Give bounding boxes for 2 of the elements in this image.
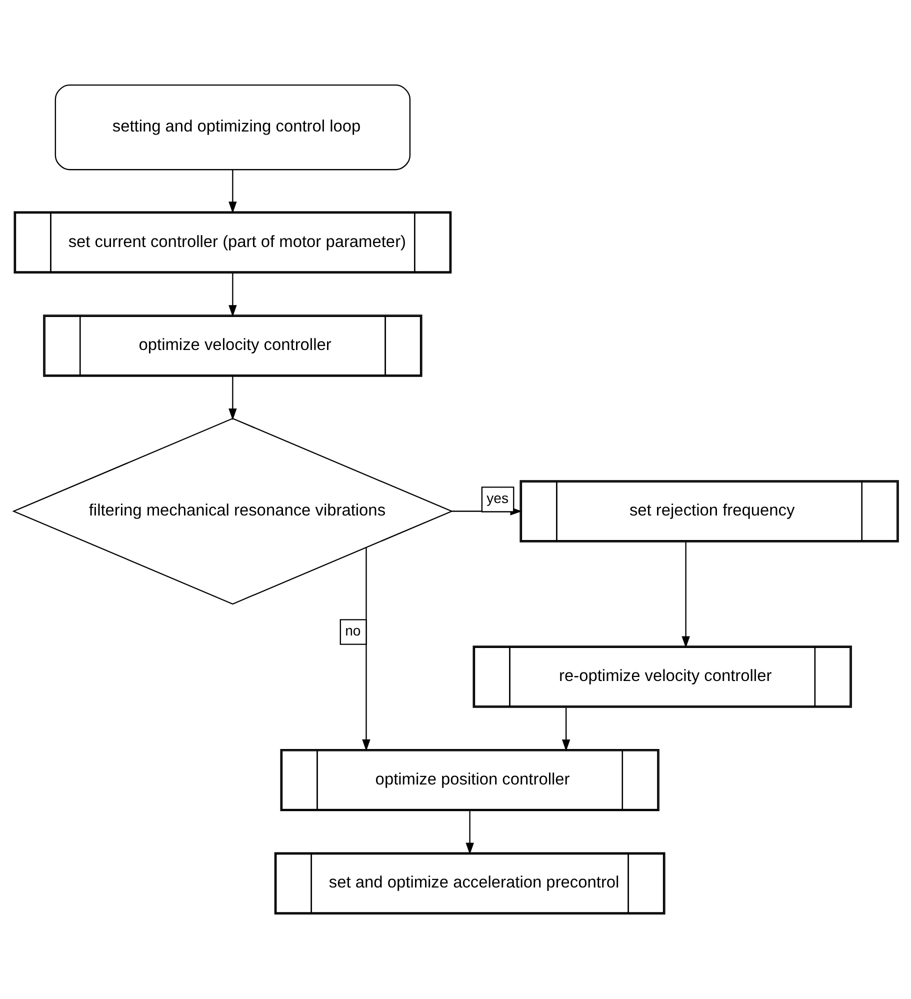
edge-label: no — [344, 622, 360, 639]
edge-label: yes — [486, 490, 508, 506]
